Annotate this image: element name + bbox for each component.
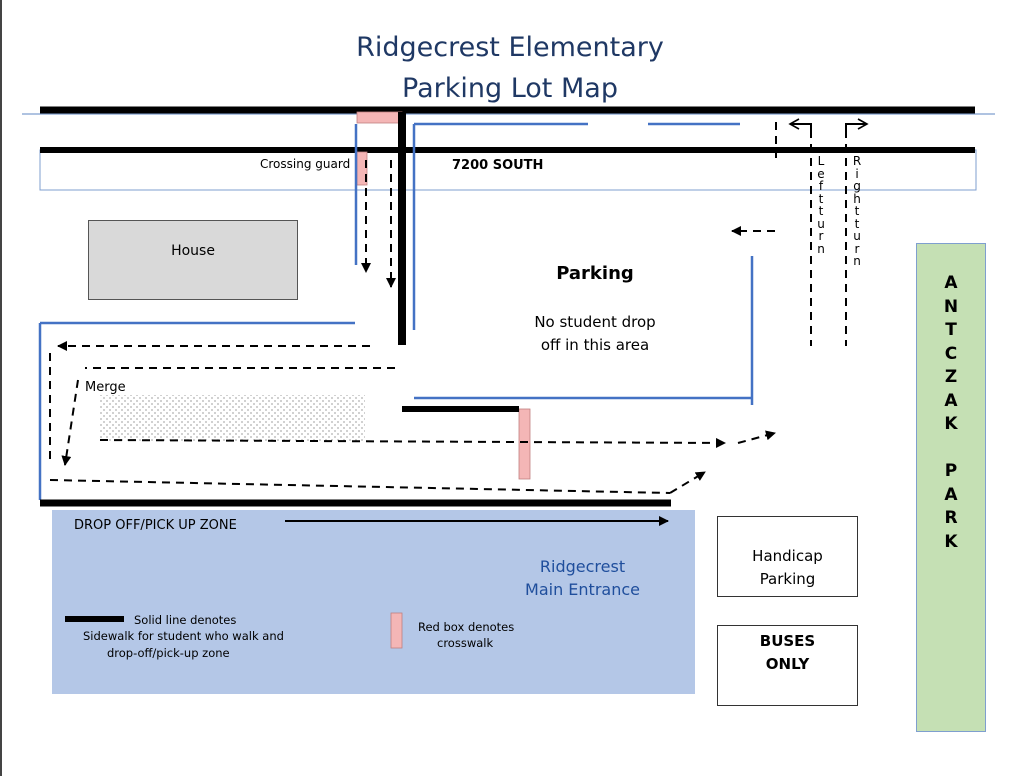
school-area — [52, 510, 695, 694]
handicap-parking-box — [717, 516, 858, 597]
crossing-guard-label: Crossing guard — [260, 157, 351, 171]
dropoff-label: DROP OFF/PICK UP ZONE — [74, 518, 237, 533]
parking-label: Parking — [556, 263, 634, 284]
road-label: 7200 SOUTH — [452, 158, 544, 173]
crosswalk-middle — [518, 408, 531, 480]
legend-red-swatch — [390, 612, 403, 649]
main-entrance-line2: Main Entrance — [525, 580, 640, 599]
parking-note-line2: off in this area — [540, 336, 650, 354]
buses-line1: BUSES — [759, 632, 816, 650]
turn-arrows — [788, 118, 869, 132]
left-turn-label: L e f t t u r n — [817, 154, 825, 256]
handicap-line2: Parking — [759, 570, 816, 588]
legend-solid-line1: Solid line denotes — [134, 613, 237, 627]
legend-solid-line2: Sidewalk for student who walk and — [83, 629, 284, 643]
house-building — [88, 220, 298, 300]
antczak-park-area — [916, 243, 986, 732]
park-label: A N T C Z A K P A R K — [943, 273, 959, 552]
map-title-line2: Parking Lot Map — [402, 73, 618, 104]
legend-solid-line3: drop-off/pick-up zone — [107, 646, 230, 660]
merge-area — [100, 395, 365, 442]
merge-label: Merge — [85, 380, 126, 395]
right-turn-label: R i g h t t u r n — [852, 154, 862, 268]
traffic-flow — [49, 122, 847, 494]
handicap-line1: Handicap — [752, 547, 823, 565]
map-title-line1: Ridgecrest Elementary — [356, 32, 664, 63]
parking-note-line1: No student drop — [534, 313, 656, 331]
main-entrance-line1: Ridgecrest — [539, 557, 626, 576]
crosswalk-top — [356, 111, 403, 124]
house-label: House — [171, 243, 215, 259]
curb-lines — [38, 122, 754, 500]
legend-red-line1: Red box denotes — [418, 620, 515, 634]
buses-only-box — [717, 625, 858, 706]
frame-edge — [0, 0, 2, 776]
legend-red-line2: crosswalk — [437, 636, 494, 650]
buses-line2: ONLY — [765, 655, 810, 673]
